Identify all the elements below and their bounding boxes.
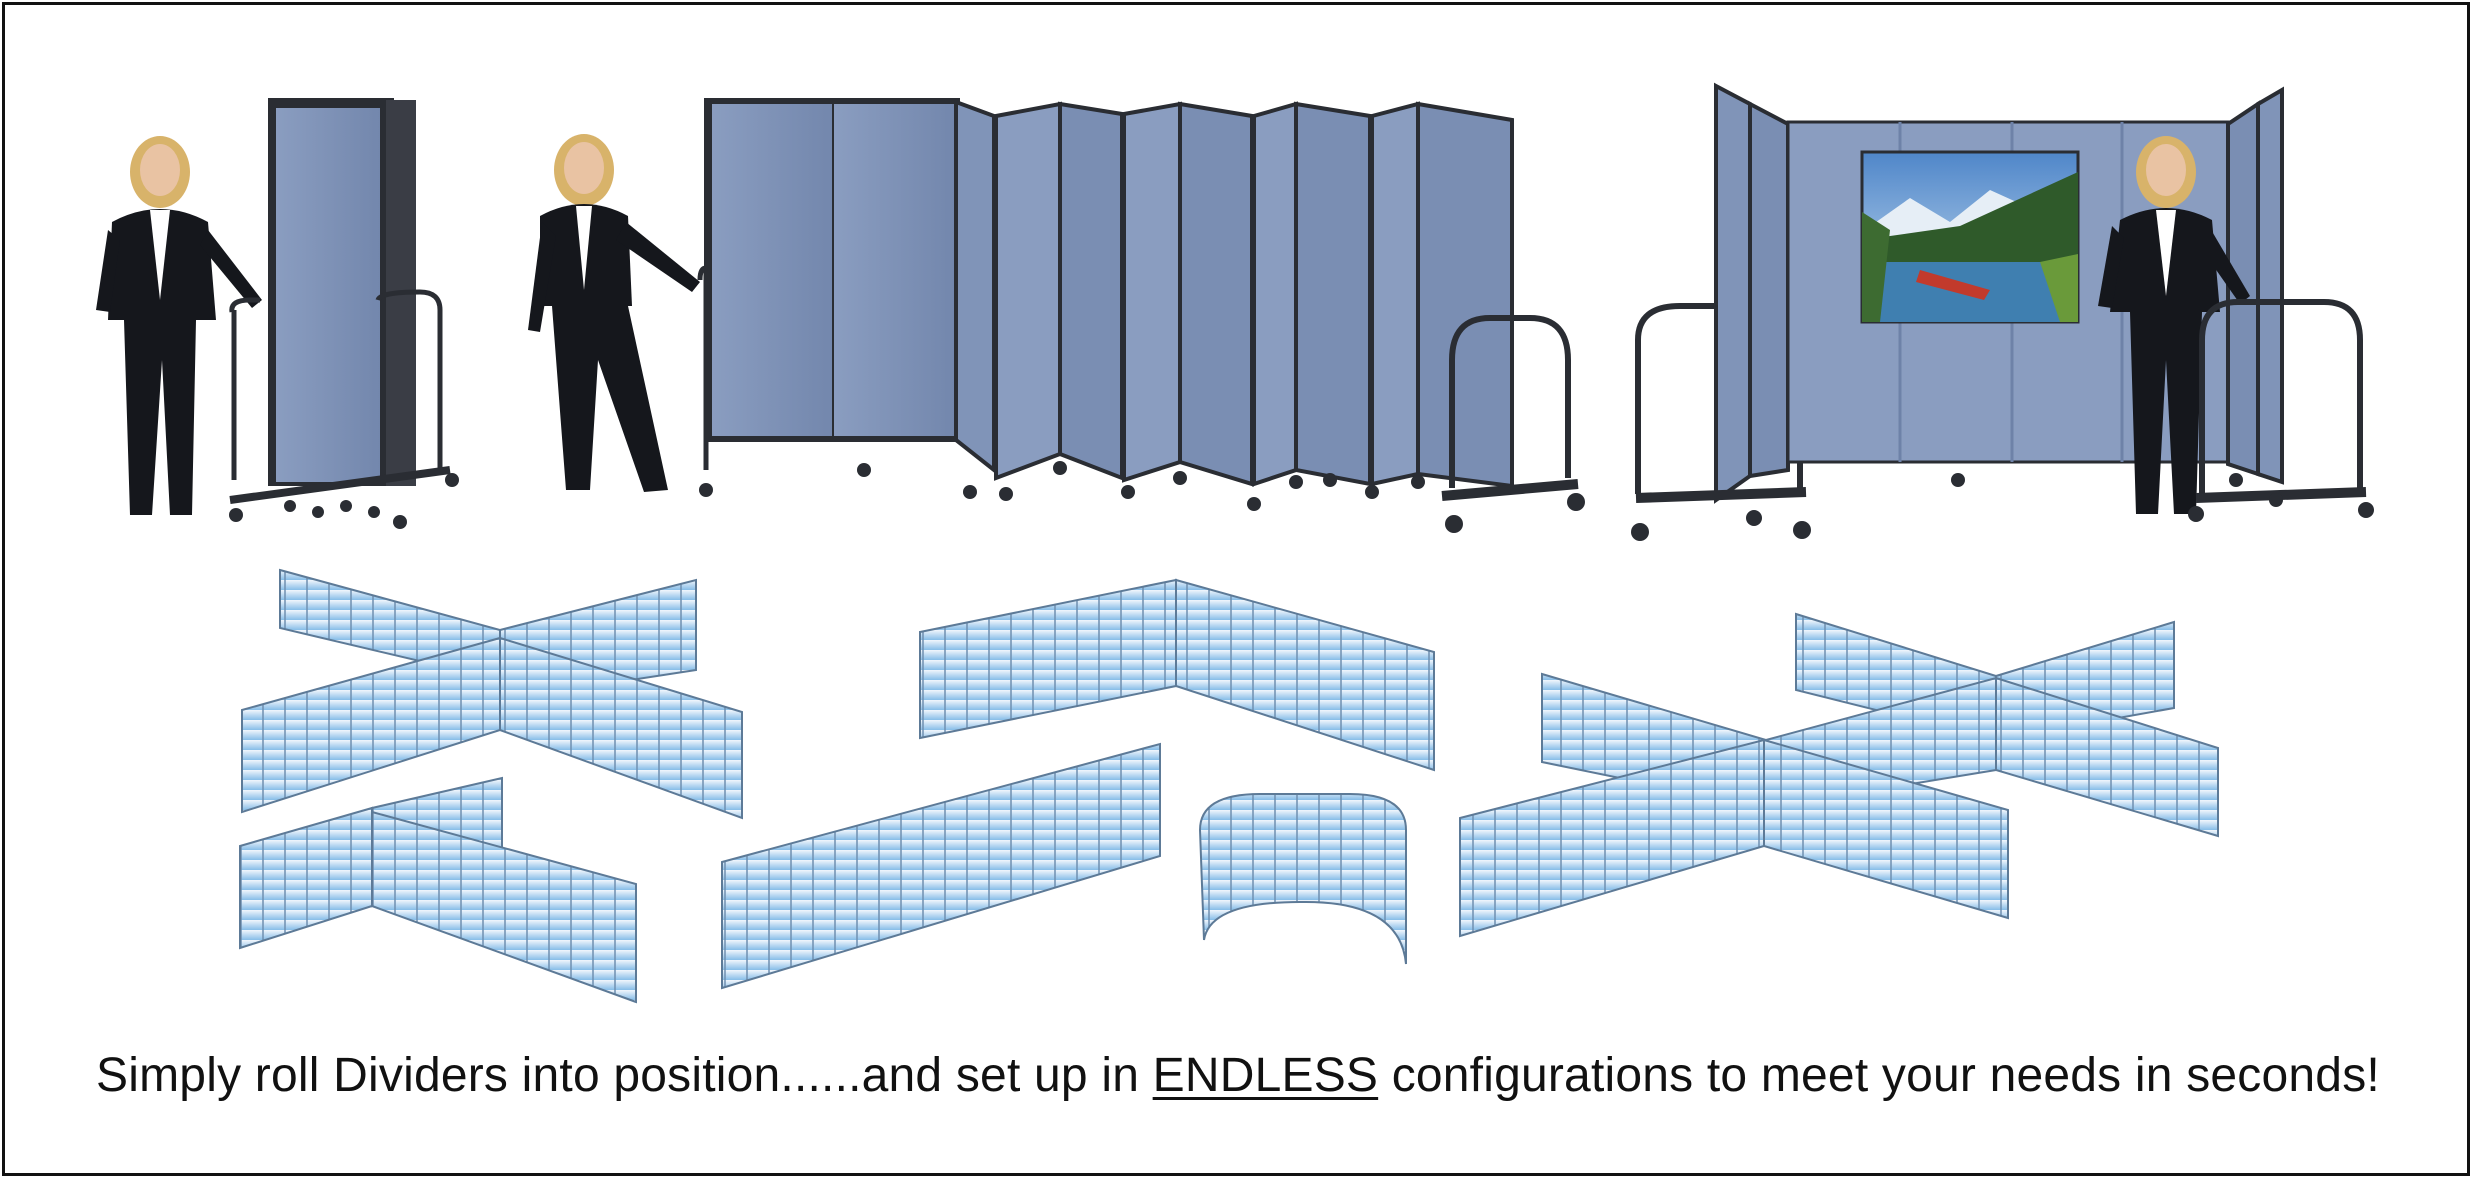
storage-cart	[1441, 315, 1585, 533]
configuration-straight-center	[721, 742, 1161, 990]
folded-divider-1	[229, 98, 459, 529]
caption-emphasis: ENDLESS	[1152, 1049, 1379, 1102]
configuration-cross-left	[241, 568, 743, 820]
configuration-curve-center	[1198, 793, 1407, 965]
configuration-corner-center	[919, 578, 1435, 772]
caption-before: Simply roll Dividers into position......…	[96, 1049, 1153, 1102]
extended-divider-wall	[697, 98, 1514, 511]
landscape-artwork	[1860, 150, 2080, 324]
caption-after: configurations to meet your needs in sec…	[1378, 1049, 2380, 1102]
configuration-corner-left	[239, 776, 637, 1004]
woman-figure-1	[96, 136, 262, 515]
configuration-cross-right	[1459, 612, 2219, 938]
woman-figure-3	[2098, 136, 2250, 514]
storage-cart-right	[2188, 299, 2374, 522]
woman-figure-2	[528, 134, 700, 492]
caption-text: Simply roll Dividers into position......…	[0, 1048, 2476, 1103]
